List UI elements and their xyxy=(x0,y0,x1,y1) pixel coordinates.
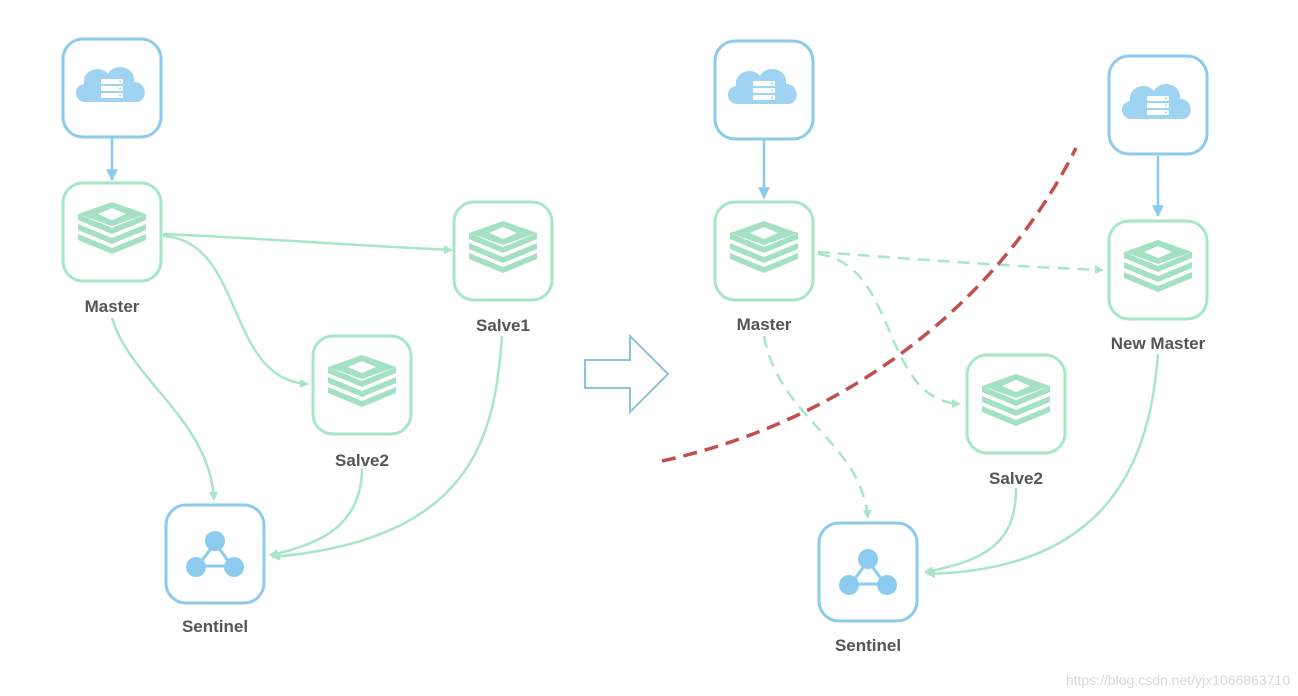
master-node xyxy=(61,181,163,283)
slave2-to-sentinel-link xyxy=(924,487,1018,575)
master-to-sentinel-link xyxy=(110,317,219,501)
watermark-text: https://blog.csdn.net/yjx1066863710 xyxy=(1065,672,1290,688)
client-node xyxy=(61,37,163,139)
master-to-slave2-link xyxy=(162,234,309,389)
master-to-slave2-link xyxy=(817,252,961,409)
after-diagram: Master New Master Salve2 Sentinel xyxy=(661,39,1209,655)
slave2-label: Salve2 xyxy=(335,451,389,470)
new-master-node xyxy=(1107,219,1209,321)
master-to-sentinel-link xyxy=(762,335,872,519)
slave2-label: Salve2 xyxy=(989,469,1043,488)
slave1-node xyxy=(452,200,554,302)
after-links xyxy=(758,140,1164,579)
master-to-new-master-link xyxy=(817,250,1104,275)
slave1-to-sentinel-link xyxy=(271,335,504,561)
master-label: Master xyxy=(85,297,140,316)
right-arrow-icon xyxy=(584,333,670,415)
master-node xyxy=(713,200,815,302)
slave2-node xyxy=(965,353,1067,455)
sentinel-label: Sentinel xyxy=(182,617,248,636)
client-node-new xyxy=(1107,54,1209,156)
client-node xyxy=(713,39,815,141)
slave2-node xyxy=(311,334,413,436)
sentinel-node xyxy=(164,503,266,605)
before-links xyxy=(106,138,504,561)
sentinel-label: Sentinel xyxy=(835,636,901,655)
master-label: Master xyxy=(737,315,792,334)
new-master-to-sentinel-link xyxy=(926,353,1160,579)
slave2-to-sentinel-link xyxy=(269,467,364,558)
sentinel-node xyxy=(817,521,919,623)
new-master-label: New Master xyxy=(1111,334,1206,353)
before-diagram: Master Salve1 Salve2 Sentinel xyxy=(61,37,554,636)
network-partition-line xyxy=(661,147,1078,463)
master-to-slave1-link xyxy=(162,232,453,255)
slave1-label: Salve1 xyxy=(476,316,530,335)
